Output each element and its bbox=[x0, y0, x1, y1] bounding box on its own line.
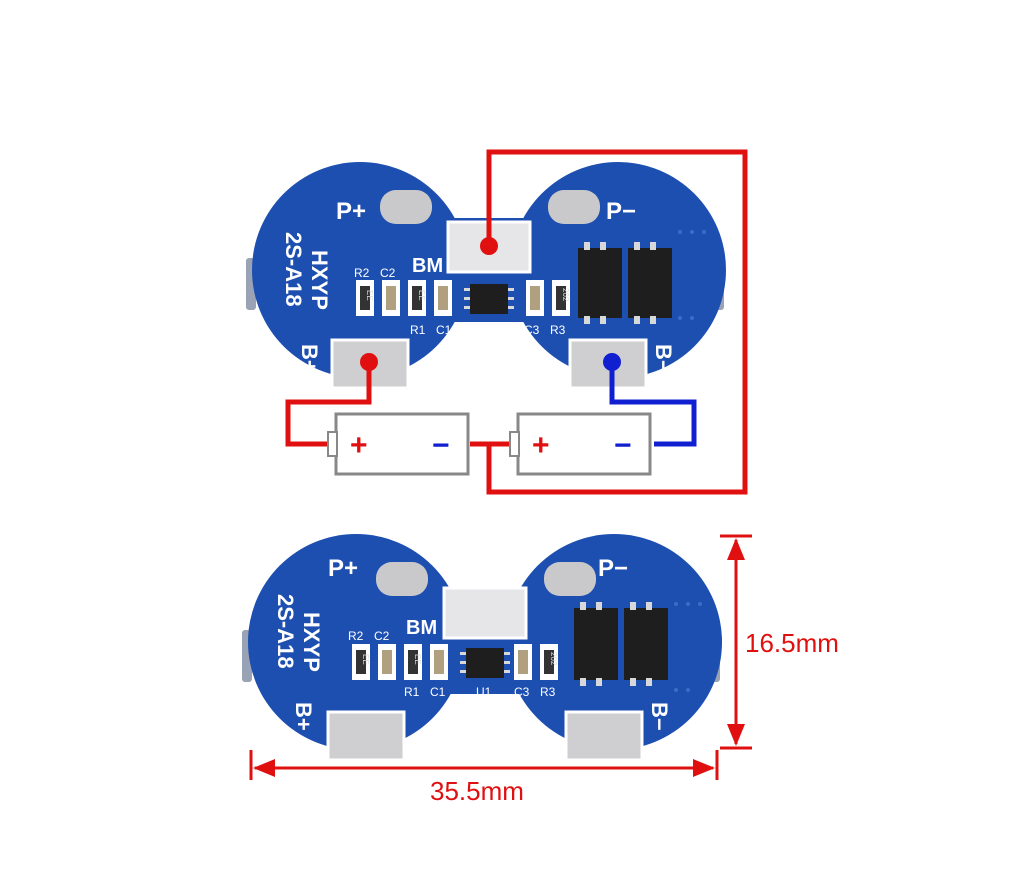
pad-b-plus bbox=[326, 710, 406, 762]
label-brand: HXYP bbox=[299, 612, 324, 672]
label-u1: U1 bbox=[476, 685, 492, 699]
waist-bottom bbox=[439, 724, 531, 784]
label-c2: C2 bbox=[374, 629, 390, 643]
label-r1: R1 bbox=[410, 323, 426, 337]
label-b-plus: B+ bbox=[297, 344, 322, 373]
label-c1: C1 bbox=[436, 323, 452, 337]
via-dots bbox=[674, 602, 702, 692]
smd-components bbox=[356, 280, 570, 316]
arrow-down bbox=[727, 724, 745, 746]
label-p-plus: P+ bbox=[328, 555, 358, 582]
wire-b-plus bbox=[285, 362, 372, 447]
code-r3: 202 bbox=[561, 288, 570, 302]
pad-p-plus bbox=[380, 190, 432, 224]
label-b-minus: B− bbox=[647, 702, 672, 731]
code-r1: EE bbox=[417, 290, 426, 301]
label-c1: C1 bbox=[430, 685, 446, 699]
dot-b-plus bbox=[360, 353, 378, 371]
label-r3: R3 bbox=[540, 685, 556, 699]
label-b-plus: B+ bbox=[291, 702, 316, 731]
label-p-minus: P− bbox=[606, 198, 636, 225]
pad-p-minus bbox=[544, 562, 596, 596]
battery-1-plus: + bbox=[350, 429, 368, 462]
ic-u1 bbox=[464, 284, 514, 314]
label-model: 2S-A18 bbox=[281, 232, 306, 307]
label-u1: U1 bbox=[482, 323, 498, 337]
label-r2: R2 bbox=[348, 629, 364, 643]
label-model: 2S-A18 bbox=[273, 594, 298, 669]
label-c3: C3 bbox=[524, 323, 540, 337]
dot-bm bbox=[480, 237, 498, 255]
ic-u1 bbox=[460, 648, 510, 678]
battery-1: + − bbox=[327, 412, 470, 476]
battery-2-minus: − bbox=[614, 429, 632, 462]
label-b-minus: B− bbox=[651, 344, 676, 373]
pcb-board-bottom: P+ P− BM 2S-A18 HXYP B+ B− R2 C2 R1 C1 U… bbox=[242, 500, 722, 784]
pad-p-minus bbox=[548, 190, 600, 224]
label-r1: R1 bbox=[404, 685, 420, 699]
smd-components bbox=[352, 644, 558, 680]
code-r1: EE bbox=[413, 654, 422, 665]
dot-b-minus bbox=[603, 353, 621, 371]
code-r2: EE bbox=[361, 654, 370, 665]
label-c3: C3 bbox=[514, 685, 530, 699]
arrow-right bbox=[693, 759, 715, 777]
waist-bottom bbox=[443, 352, 535, 412]
label-brand: HXYP bbox=[307, 250, 332, 310]
label-r3: R3 bbox=[550, 323, 566, 337]
wire-b-minus bbox=[609, 362, 697, 447]
label-bm: BM bbox=[412, 255, 443, 277]
pad-b-minus bbox=[564, 710, 644, 762]
label-c2: C2 bbox=[380, 266, 396, 280]
label-bm: BM bbox=[406, 617, 437, 639]
label-p-minus: P− bbox=[598, 555, 628, 582]
label-r2: R2 bbox=[354, 266, 370, 280]
dimension-height-label: 16.5mm bbox=[745, 628, 839, 658]
pcb-board-top: P+ P− BM 2S-A18 HXYP B+ B− R2 C2 R1 C1 U… bbox=[246, 128, 726, 412]
mosfet-chips bbox=[578, 242, 672, 324]
arrow-up bbox=[727, 538, 745, 560]
label-p-plus: P+ bbox=[336, 198, 366, 225]
mosfet-chips bbox=[574, 602, 668, 686]
dimension-arrows bbox=[253, 538, 745, 777]
via-dots bbox=[678, 230, 706, 320]
battery-2-plus: + bbox=[532, 429, 550, 462]
arrow-left bbox=[253, 759, 275, 777]
wiring bbox=[285, 149, 748, 495]
code-r3: 202 bbox=[549, 652, 558, 666]
battery-2: + − bbox=[509, 412, 652, 476]
pad-p-plus bbox=[376, 562, 428, 596]
dimension-width-label: 35.5mm bbox=[430, 776, 524, 806]
code-r2: EE bbox=[365, 290, 374, 301]
dimension-lines bbox=[249, 534, 752, 780]
waist-top bbox=[439, 500, 531, 560]
pad-bm bbox=[442, 586, 528, 640]
battery-1-minus: − bbox=[432, 429, 450, 462]
